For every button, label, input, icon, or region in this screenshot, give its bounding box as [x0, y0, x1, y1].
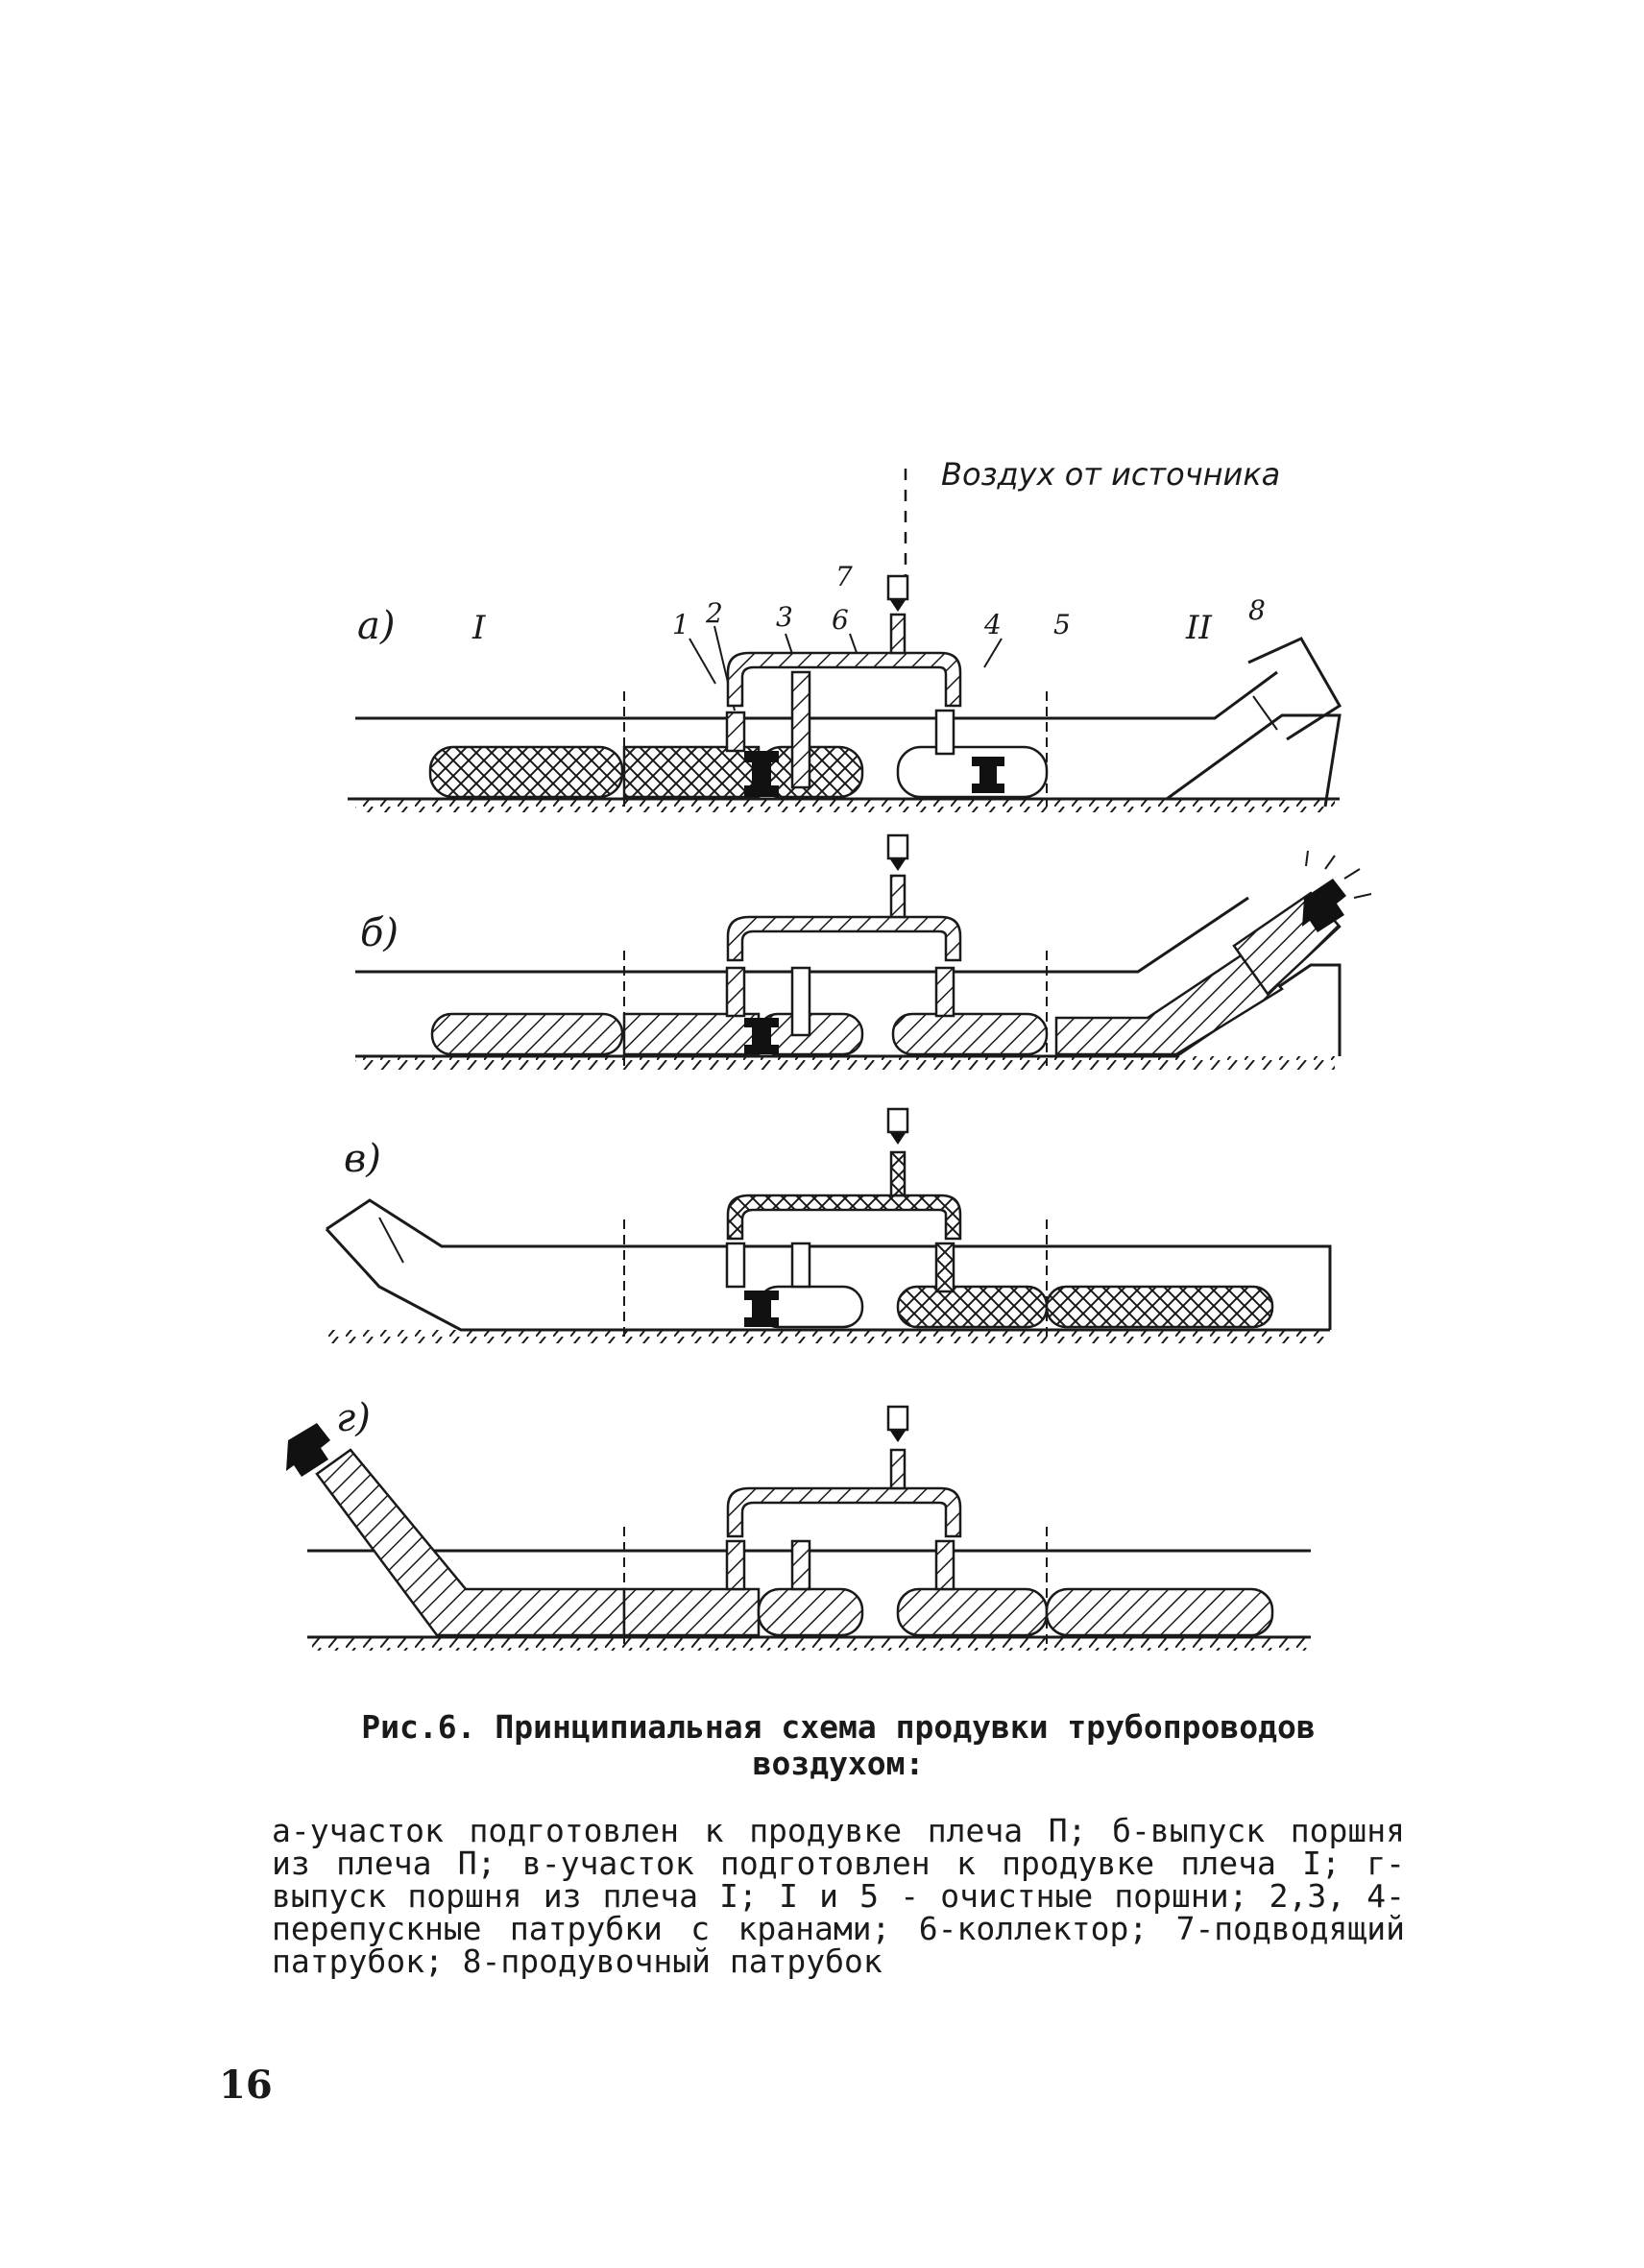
callout-2: 2 — [705, 597, 723, 629]
callout-7: 7 — [835, 561, 853, 592]
panel-a-letter: а) — [357, 604, 395, 648]
panel-d: г) — [286, 1396, 1311, 1651]
panel-d-letter: г) — [336, 1396, 371, 1440]
callout-6: 6 — [832, 604, 849, 636]
caption-body: а-участок подготовлен к продувке плеча П… — [272, 1812, 1405, 1980]
air-source-label: Воздух от источника — [941, 456, 1280, 493]
caption-title: Рис.6. Принципиальная схема продувки тру… — [361, 1708, 1316, 1782]
callout-5: 5 — [1053, 609, 1071, 640]
callout-4: 4 — [983, 609, 1002, 640]
page-number: 16 — [219, 2063, 273, 2108]
callout-1: 1 — [672, 609, 689, 640]
pipeline-purge-diagram: Воздух от источника а) I II 1 2 3 6 7 4 … — [286, 456, 1372, 1651]
panel-a: а) I II 1 2 3 6 7 4 5 8 — [348, 561, 1342, 812]
panel-b-letter: б) — [360, 911, 399, 955]
panel-c-letter: в) — [344, 1137, 381, 1181]
panel-b: б) — [355, 833, 1372, 1070]
section-2-label: II — [1185, 609, 1212, 647]
panel-c: в) — [325, 1107, 1332, 1343]
callout-3: 3 — [776, 601, 793, 633]
callout-8: 8 — [1248, 594, 1266, 626]
figure-caption: Рис.6. Принципиальная схема продувки тру… — [272, 1709, 1405, 1978]
section-1-label: I — [471, 609, 486, 647]
